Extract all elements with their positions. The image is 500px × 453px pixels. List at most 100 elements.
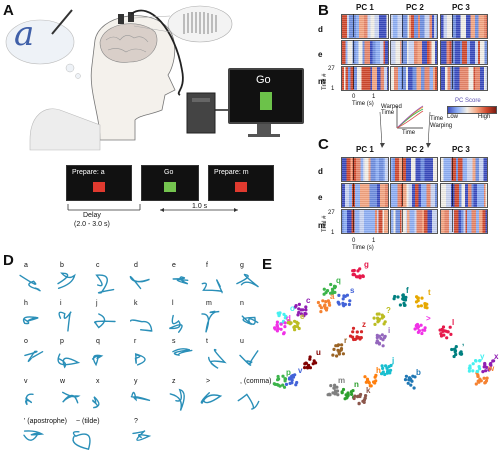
cluster-point [412, 386, 416, 390]
monitor-base [248, 134, 280, 137]
row-label: e [318, 193, 323, 202]
char-label: e [172, 262, 176, 269]
cluster-point [356, 394, 361, 398]
trial-axis-label: Trial # [322, 215, 328, 232]
go-cue-line [353, 209, 354, 232]
colorbar-low: Low [447, 114, 459, 120]
cluster [474, 371, 489, 386]
row-label: d [318, 25, 323, 34]
cluster-point [367, 381, 371, 385]
cluster-point [331, 391, 335, 395]
char-label: i [60, 300, 62, 307]
cluster [413, 322, 427, 336]
cluster-point [296, 313, 300, 317]
cluster-point [329, 384, 333, 388]
char-label: ~ (tilde) [76, 418, 100, 425]
cluster-label: m [338, 376, 346, 385]
cluster-point [278, 384, 282, 388]
screen-go: Go [141, 165, 199, 201]
cluster-point [303, 366, 307, 370]
cluster-point [325, 289, 330, 293]
go-cue-line [402, 183, 403, 206]
cluster-label: u [316, 348, 321, 357]
cluster-point [476, 369, 480, 373]
warped-heatmap-cell [440, 157, 488, 182]
cluster-point [489, 361, 493, 366]
char-label: k [134, 300, 138, 307]
cluster-point [383, 334, 387, 338]
cluster-point [478, 377, 482, 381]
char-label: d [134, 262, 138, 269]
cluster-point [363, 396, 367, 400]
cluster-point [353, 273, 357, 277]
pc-label: PC 1 [356, 3, 374, 12]
cluster-point [471, 369, 475, 373]
char-label: ' (apostrophe) [24, 418, 67, 425]
char-trace [169, 314, 183, 333]
cluster-label: g [364, 260, 369, 269]
cluster-point [444, 329, 448, 333]
trial-max: 27 [328, 210, 335, 216]
char-trace [236, 273, 259, 288]
cluster-label: d [286, 314, 291, 323]
cluster-point [474, 359, 478, 363]
cluster-point [293, 324, 297, 328]
cluster-point [445, 336, 449, 340]
trial-min: 1 [331, 86, 335, 92]
cluster [273, 320, 287, 336]
cluster-point [474, 382, 478, 386]
cluster-point [380, 313, 384, 317]
cluster-label: a [330, 292, 335, 301]
cluster-point [324, 300, 328, 304]
cluster-point [351, 326, 356, 330]
cluster-label: h [376, 366, 381, 375]
cluster [414, 295, 429, 310]
cluster-point [485, 376, 489, 380]
cluster-point [358, 267, 362, 271]
cluster-point [275, 320, 279, 324]
cluster-point [281, 374, 285, 378]
screen-go-label: Go [164, 169, 174, 176]
cluster [375, 333, 387, 348]
cluster-point [351, 330, 355, 334]
cluster-point [279, 322, 283, 326]
cluster-point [273, 327, 277, 331]
cluster-point [364, 394, 368, 398]
cluster-point [423, 303, 427, 308]
cluster-label: v [298, 366, 303, 375]
go-cue-line [353, 40, 354, 63]
cluster [450, 345, 464, 359]
trial-axis-label: Trial # [322, 73, 328, 90]
cluster-point [359, 336, 363, 340]
cluster-point [375, 336, 379, 340]
cluster-point [380, 333, 384, 337]
cluster-point [396, 295, 400, 299]
cluster-point [279, 327, 283, 331]
cluster-point [276, 311, 280, 315]
cluster-label: > [426, 314, 431, 323]
cluster-label: n [354, 380, 359, 389]
go-cue-line [402, 66, 403, 89]
char-trace [23, 430, 45, 441]
cluster-point [416, 326, 420, 330]
raw-heatmap-cell [341, 14, 389, 39]
red-square [93, 182, 105, 192]
cluster-point [325, 306, 329, 310]
cluster-point [375, 333, 379, 337]
cluster-point [282, 385, 287, 389]
warped-heatmap-cell [390, 183, 438, 208]
cluster-point [345, 293, 349, 297]
timeline-brackets [67, 204, 238, 212]
char-label: j [96, 300, 98, 307]
cluster [272, 374, 288, 389]
cluster-point [478, 367, 482, 371]
char-trace [129, 275, 150, 290]
row-label: m [318, 77, 326, 86]
cluster-point [334, 344, 338, 348]
cluster-label: ? [386, 306, 391, 315]
cluster-point [283, 377, 288, 381]
red-square [235, 182, 247, 192]
cluster-point [293, 373, 297, 377]
cluster-point [352, 396, 356, 401]
char-label: , (comma) [240, 378, 272, 385]
